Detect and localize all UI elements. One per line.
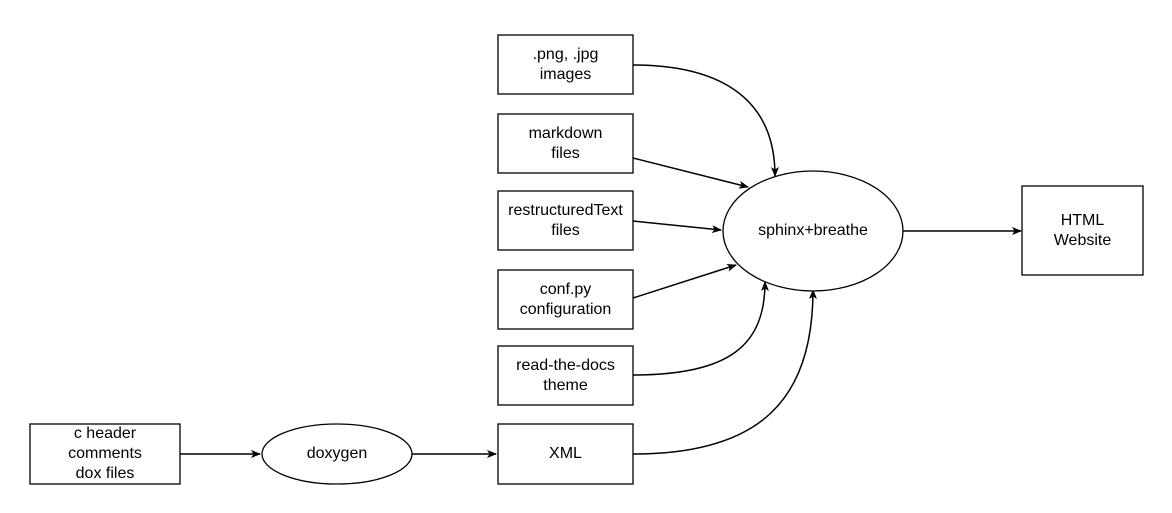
edge-images-to-sphinx xyxy=(632,64,779,177)
node-xml-box xyxy=(497,423,634,485)
node-images-box xyxy=(497,34,634,95)
edge-theme-to-sphinx xyxy=(632,281,769,376)
node-markdown-box xyxy=(497,113,634,174)
node-conf-box xyxy=(497,269,634,330)
edge-conf-to-sphinx xyxy=(632,263,737,299)
node-html-box xyxy=(1021,185,1144,276)
node-rst-box xyxy=(497,190,634,251)
node-sphinx-ellipse xyxy=(722,170,904,292)
node-doxygen-ellipse xyxy=(261,423,413,485)
edge-markdown-to-sphinx xyxy=(632,157,749,189)
node-theme-box xyxy=(497,345,634,406)
edge-xml-to-sphinx xyxy=(632,289,817,455)
node-c-header-box xyxy=(29,423,181,485)
edge-rst-to-sphinx xyxy=(632,220,722,234)
